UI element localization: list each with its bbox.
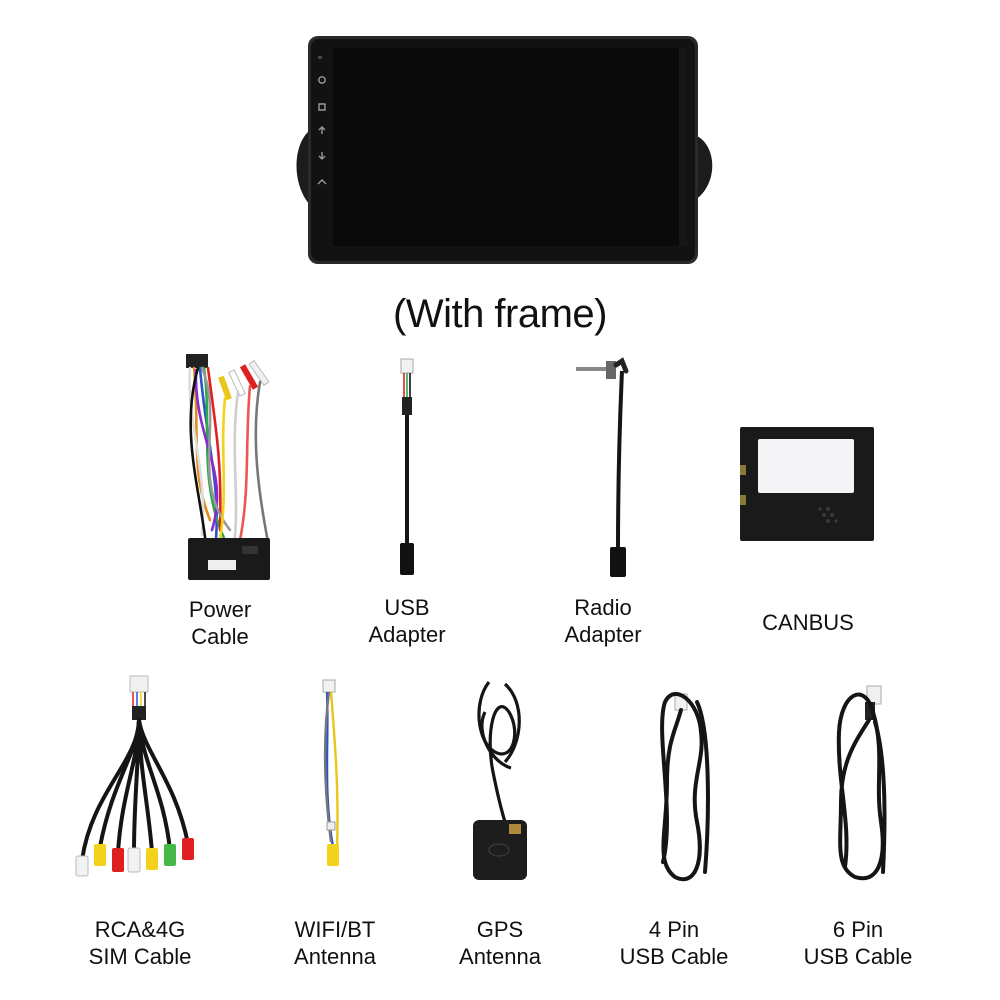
screen	[333, 48, 679, 246]
gps-antenna-icon	[473, 681, 527, 880]
canbus-box-icon	[740, 427, 874, 541]
power-cable-harness-icon	[186, 354, 270, 580]
usb-cable-coiled-icon	[660, 692, 710, 881]
usb-adapter-cable-icon	[400, 358, 414, 575]
wifi-bt-antenna-icon	[322, 679, 339, 866]
rca-cable-icon	[75, 675, 194, 877]
head-unit-image: ≡	[296, 36, 713, 264]
radio-antenna-adapter-icon	[576, 357, 629, 577]
frame-caption: (With frame)	[393, 292, 608, 336]
usb-cable-coiled-icon	[836, 685, 887, 881]
svg-text:≡: ≡	[318, 55, 322, 62]
item-label-canbus: CANBUS	[762, 610, 854, 635]
